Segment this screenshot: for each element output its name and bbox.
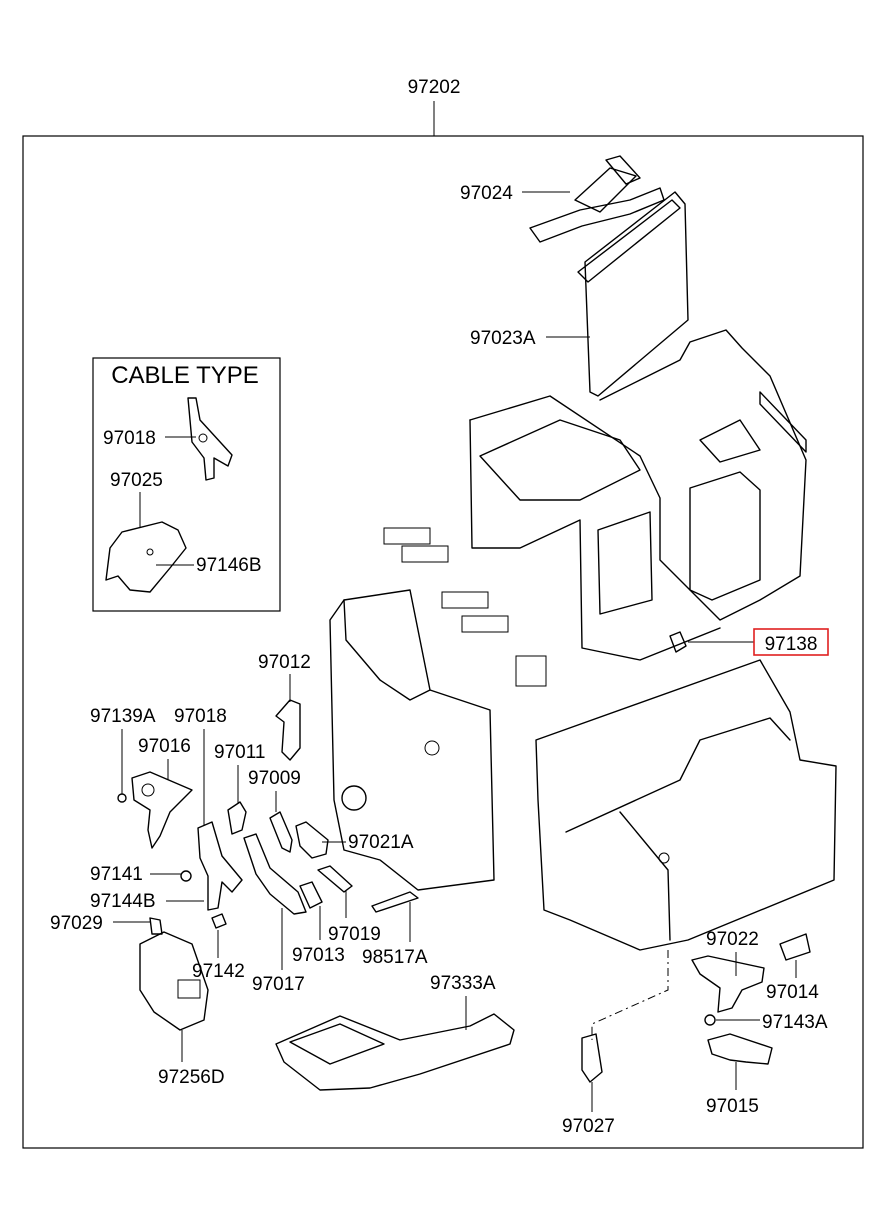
part-97015 (707, 1033, 773, 1065)
part-98517A (371, 891, 419, 913)
pipe-97024-b (529, 187, 665, 243)
left-case-outline (329, 589, 495, 891)
clip-97138 (669, 631, 687, 653)
inset-bracket-hole (146, 548, 154, 556)
inset-label-97146B: 97146B (196, 555, 262, 576)
left-case-hole (424, 740, 440, 756)
highlight-97138: 97138 (669, 628, 829, 656)
label-97018: 97018 (174, 706, 227, 727)
cable-type-inset: CABLE TYPE 97018 97025 97146B (92, 357, 281, 612)
part-97139A (117, 793, 127, 803)
lower-case-ridge (619, 811, 671, 941)
upper-case-duct (479, 419, 641, 501)
label-97017: 97017 (252, 974, 305, 995)
part-97021A (295, 821, 329, 859)
label-97256D: 97256D (158, 1067, 225, 1088)
part-97022 (691, 955, 765, 1013)
label-97014: 97014 (766, 982, 819, 1003)
inset-label-97018: 97018 (103, 428, 156, 449)
lower-case-inner (565, 717, 791, 833)
part-97016-hole (141, 783, 155, 797)
inset-frame (92, 357, 281, 612)
label-97024: 97024 (460, 183, 513, 204)
evaporator-core: 97024 97023A (460, 155, 689, 397)
part-97027 (581, 1033, 603, 1083)
label-97138: 97138 (765, 634, 818, 655)
part-97333A-inner (289, 1023, 385, 1065)
part-97143A (704, 1014, 716, 1026)
label-97009: 97009 (248, 768, 301, 789)
door-seal-a (383, 527, 431, 545)
pipe-97024-c (605, 155, 641, 185)
label-97013: 97013 (292, 945, 345, 966)
part-97141 (180, 870, 192, 882)
part-97029 (149, 917, 163, 935)
label-97144B: 97144B (90, 891, 156, 912)
upper-case-grille (597, 511, 653, 615)
label-98517A: 98517A (362, 947, 428, 968)
evaporator-body (584, 191, 689, 397)
highlight-box (753, 628, 829, 656)
left-small-parts: 97012 97139A 97018 97016 97011 97009 970… (50, 652, 428, 1088)
label-97027: 97027 (562, 1116, 615, 1137)
part-97019 (317, 865, 353, 893)
left-case-top (343, 599, 431, 701)
cable-path (591, 950, 669, 1040)
part-97017 (243, 833, 307, 915)
door-seal-e (515, 655, 547, 687)
inset-lever-hole (198, 433, 208, 443)
part-97144B (197, 821, 243, 911)
label-97142: 97142 (192, 961, 245, 982)
left-case (329, 589, 495, 891)
label-97143A: 97143A (762, 1012, 828, 1033)
part-97333A (275, 1013, 515, 1091)
label-97012: 97012 (258, 652, 311, 673)
assembly-frame (22, 135, 864, 1149)
part-97256D-connector (177, 979, 201, 999)
upper-case-outline (469, 329, 807, 621)
left-case-port (341, 785, 367, 811)
floor-duct: 97333A (275, 973, 515, 1091)
label-97015: 97015 (706, 1096, 759, 1117)
lower-case (535, 659, 837, 951)
inset-lever-97018 (187, 397, 233, 481)
upper-case-vent (699, 419, 761, 463)
label-97023A: 97023A (470, 328, 536, 349)
part-97142 (211, 913, 227, 929)
part-97016 (131, 771, 193, 849)
door-seal-c (441, 591, 489, 609)
part-97011 (227, 801, 247, 835)
part-97256D (139, 931, 209, 1031)
label-97011: 97011 (214, 742, 265, 763)
upper-case-front (469, 419, 721, 661)
upper-case-panel (689, 471, 761, 601)
part-97009 (269, 811, 293, 853)
lower-case-pivot (658, 852, 670, 864)
label-97019: 97019 (328, 924, 381, 945)
inset-bracket-97025 (105, 521, 187, 593)
label-97022: 97022 (706, 929, 759, 950)
upper-case-fins (759, 391, 807, 453)
label-97021A: 97021A (348, 832, 414, 853)
label-97139A: 97139A (90, 706, 156, 727)
evaporator-top-rail (577, 199, 681, 283)
assembly-label: 97202 (408, 77, 461, 98)
label-97333A: 97333A (430, 973, 496, 994)
part-97013 (299, 881, 323, 909)
inset-label-97025: 97025 (110, 470, 163, 491)
label-97029: 97029 (50, 913, 103, 934)
door-seal-d (461, 615, 509, 633)
upper-case (383, 329, 807, 687)
inset-title: CABLE TYPE (111, 362, 259, 389)
part-97014 (779, 933, 811, 961)
lower-case-outline (535, 659, 837, 951)
label-97141: 97141 (90, 864, 143, 885)
part-97012 (275, 699, 301, 761)
door-seal-b (401, 545, 449, 563)
right-small-parts: 97027 97022 97014 97143A 97015 (562, 929, 828, 1137)
label-97016: 97016 (138, 736, 191, 757)
